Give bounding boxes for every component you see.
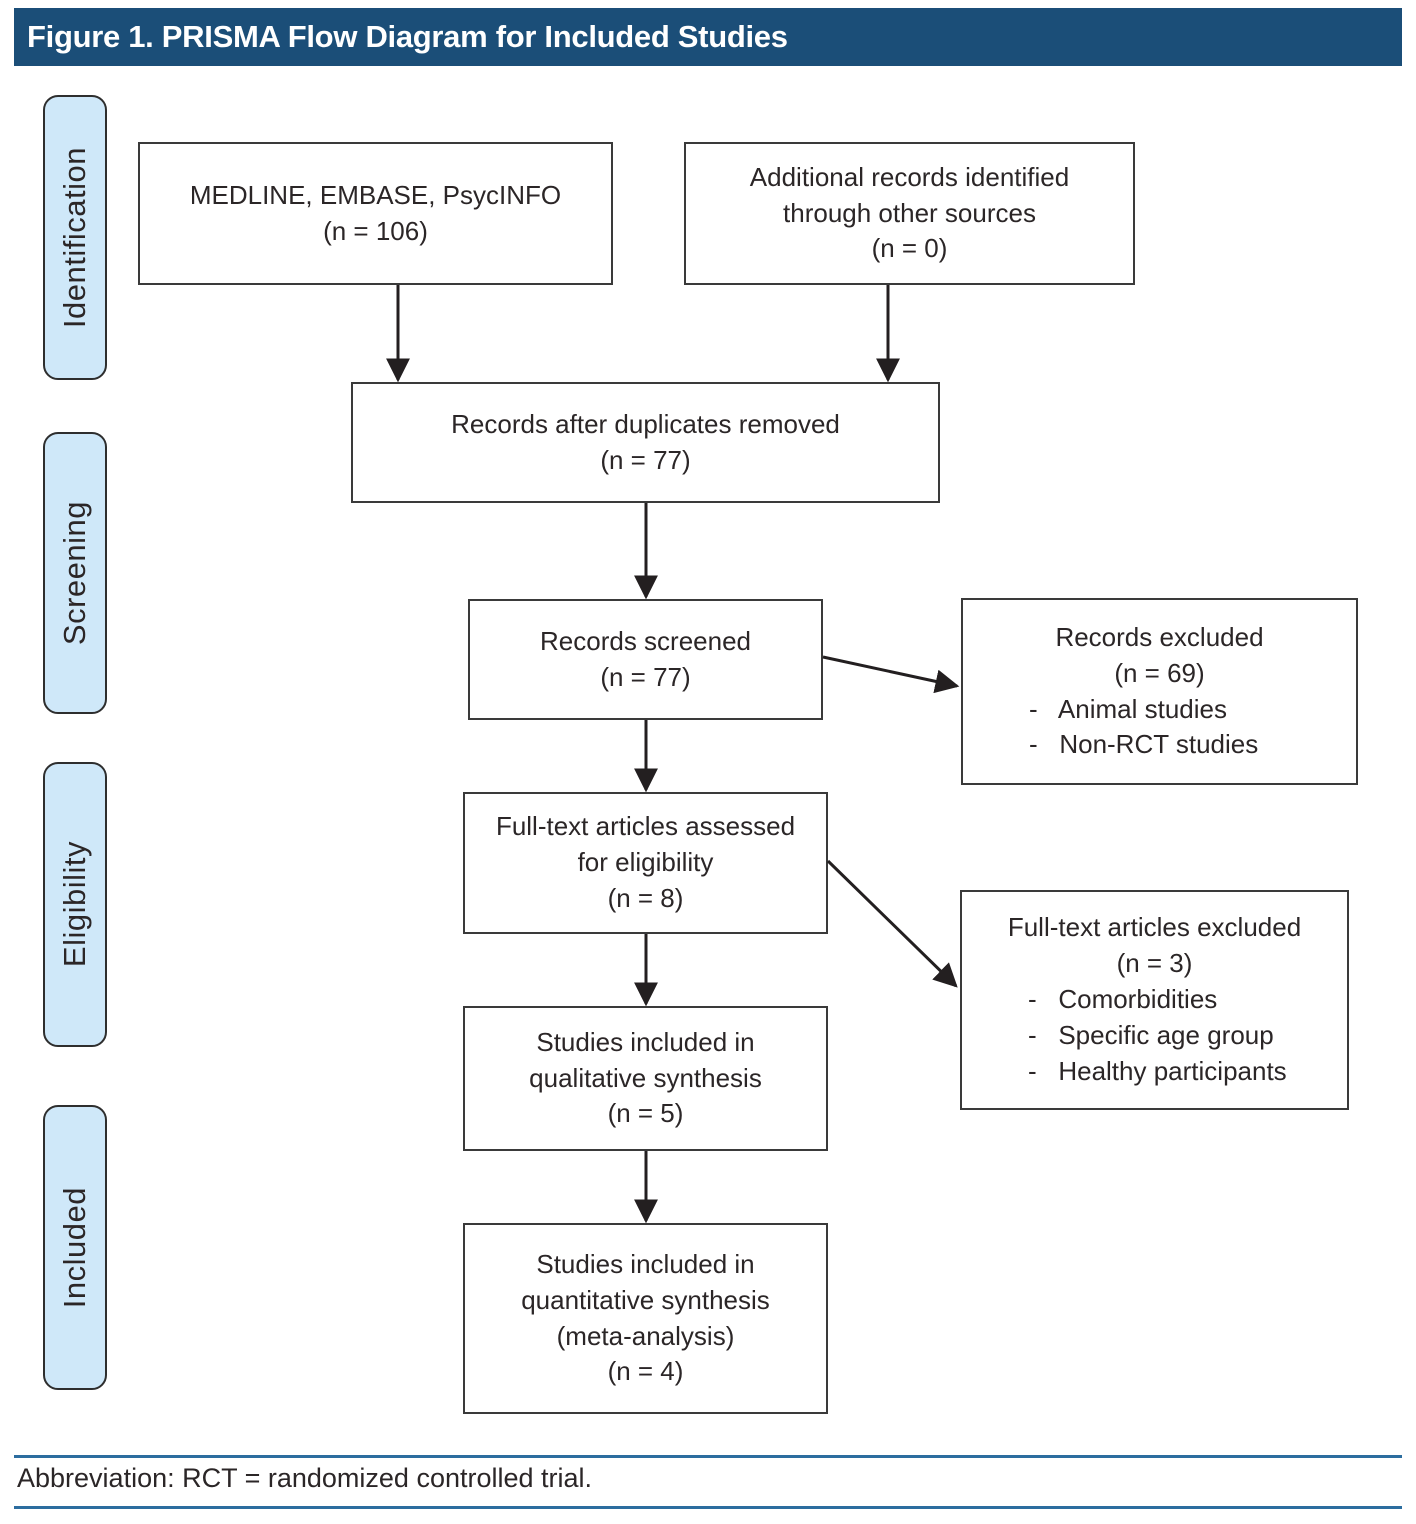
footer-divider-top: [14, 1455, 1402, 1458]
node-exclusion-reasons: - Animal studies - Non-RCT studies: [1029, 693, 1259, 760]
arrow-fulltext-to-excluded: [826, 859, 958, 988]
node-text: Records after duplicates removed (n = 77…: [451, 408, 840, 475]
node-text: Studies included in qualitative synthesi…: [529, 1026, 762, 1129]
node-exclusion-reasons: - Comorbidities - Specific age group - H…: [1028, 984, 1287, 1086]
stage-label-text: Identification: [57, 146, 92, 329]
node-text: Full-text articles assessed for eligibil…: [495, 811, 796, 913]
abbreviation-note: Abbreviation: RCT = randomized controlle…: [17, 1463, 593, 1493]
node-text: Full-text articles excluded (n = 3): [1007, 912, 1302, 979]
stage-label-screening: Screening: [43, 432, 107, 714]
node-text: MEDLINE, EMBASE, PsycINFO (n = 106): [189, 179, 562, 246]
footer-divider-bottom: [14, 1506, 1402, 1509]
stage-label-text: Included: [57, 1186, 92, 1309]
node-text: Records excluded (n = 69): [1055, 621, 1264, 688]
stage-label-identification: Identification: [43, 95, 107, 380]
node-fulltext-excluded: Full-text articles excluded (n = 3) - Co…: [960, 890, 1349, 1110]
stage-label-eligibility: Eligibility: [43, 762, 107, 1047]
node-fulltext-assessed: Full-text articles assessed for eligibil…: [463, 792, 828, 934]
node-records-excluded: Records excluded (n = 69) - Animal studi…: [961, 598, 1358, 785]
node-records-screened: Records screened (n = 77): [468, 599, 823, 720]
node-quantitative-synthesis: Studies included in quantitative synthes…: [463, 1223, 828, 1414]
stage-label-text: Screening: [57, 500, 92, 646]
node-text: Additional records identified through ot…: [749, 161, 1070, 264]
node-text: Studies included in quantitative synthes…: [521, 1248, 770, 1387]
arrow-screened-to-excluded: [822, 655, 960, 694]
figure-title: Figure 1. PRISMA Flow Diagram for Includ…: [27, 19, 788, 54]
node-database-sources: MEDLINE, EMBASE, PsycINFO (n = 106): [138, 142, 613, 285]
figure-title-bar: Figure 1. PRISMA Flow Diagram for Includ…: [14, 8, 1402, 66]
node-qualitative-synthesis: Studies included in qualitative synthesi…: [463, 1006, 828, 1151]
node-additional-records: Additional records identified through ot…: [684, 142, 1135, 285]
stage-label-text: Eligibility: [57, 841, 92, 968]
node-text: Records screened (n = 77): [540, 625, 751, 692]
stage-label-included: Included: [43, 1105, 107, 1390]
node-records-after-duplicates: Records after duplicates removed (n = 77…: [351, 382, 940, 503]
